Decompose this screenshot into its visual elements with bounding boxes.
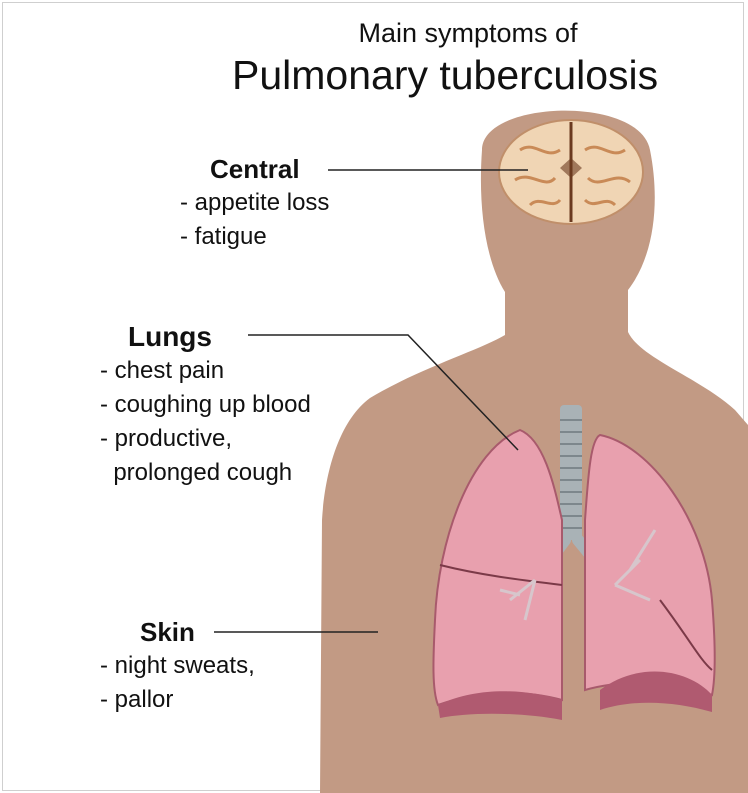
skin-item: - night sweats,: [100, 649, 255, 683]
subtitle: Main symptoms of: [0, 18, 730, 48]
central-heading: Central: [210, 152, 329, 186]
central-item: - fatigue: [180, 220, 329, 254]
brain-icon: [499, 120, 643, 224]
skin-heading: Skin: [140, 615, 255, 649]
lungs-symptoms: Lungs - chest pain - coughing up blood -…: [100, 320, 311, 490]
subtitle-text: Main symptoms of: [288, 18, 648, 48]
lungs-heading: Lungs: [128, 320, 311, 354]
skin-item: - pallor: [100, 683, 255, 717]
skin-symptoms: Skin - night sweats, - pallor: [100, 615, 255, 717]
central-item: - appetite loss: [180, 186, 329, 220]
lungs-item: - coughing up blood: [100, 388, 311, 422]
lungs-item: - productive,: [100, 422, 311, 456]
lungs-item: - chest pain: [100, 354, 311, 388]
central-symptoms: Central - appetite loss - fatigue: [210, 152, 329, 254]
lungs-item: prolonged cough: [100, 456, 311, 490]
main-title: Pulmonary tuberculosis: [232, 52, 658, 98]
